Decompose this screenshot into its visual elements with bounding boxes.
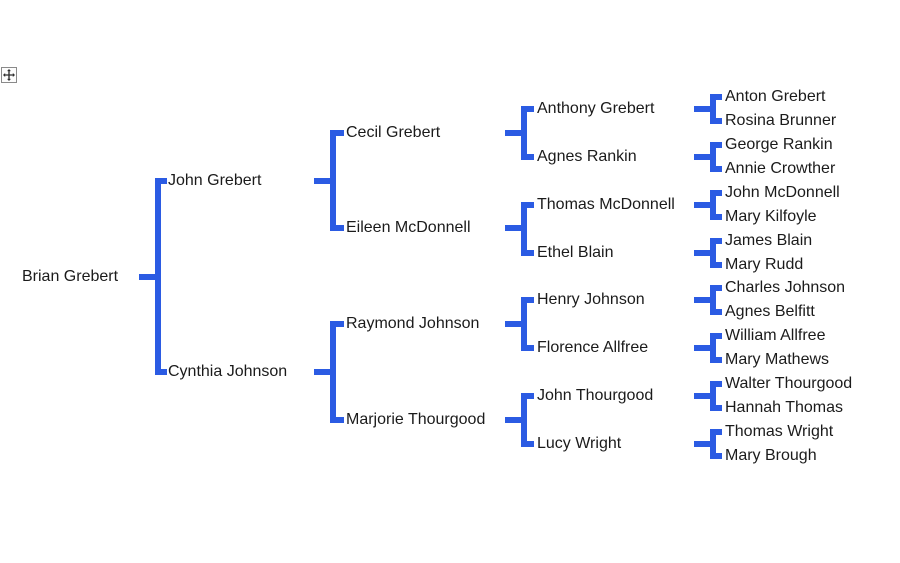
person-thomas-mcdonnell[interactable]: Thomas McDonnell (537, 196, 675, 213)
person-cynthia-johnson[interactable]: Cynthia Johnson (168, 363, 288, 380)
move-handle[interactable] (1, 67, 17, 83)
person-annie-crowther[interactable]: Annie Crowther (725, 160, 836, 177)
person-henry-johnson[interactable]: Henry Johnson (537, 291, 645, 308)
connector-cynthia-parents (314, 321, 344, 423)
person-lucy-wright[interactable]: Lucy Wright (537, 435, 622, 452)
connector-thomas-mcdonnell-parents (694, 190, 722, 220)
person-mary-brough[interactable]: Mary Brough (725, 447, 817, 464)
person-john-thourgood[interactable]: John Thourgood (537, 387, 654, 404)
person-ethel-blain[interactable]: Ethel Blain (537, 244, 614, 261)
person-rosina-brunner[interactable]: Rosina Brunner (725, 112, 837, 129)
person-mary-mathews[interactable]: Mary Mathews (725, 351, 830, 368)
person-anton-grebert[interactable]: Anton Grebert (725, 88, 826, 105)
connector-raymond-parents (505, 297, 534, 351)
connector-agnes-rankin-parents (694, 142, 722, 172)
person-george-rankin[interactable]: George Rankin (725, 136, 833, 153)
person-william-allfree[interactable]: William Allfree (725, 327, 826, 344)
connector-marjorie-parents (505, 393, 534, 447)
connector-john-thourgood-parents (694, 381, 722, 411)
person-john-grebert[interactable]: John Grebert (168, 172, 262, 189)
connector-john-parents (314, 130, 344, 231)
person-mary-kilfoyle[interactable]: Mary Kilfoyle (725, 208, 817, 225)
connector-eileen-parents (505, 202, 534, 256)
connector-florence-parents (694, 333, 722, 363)
connector-lucy-parents (694, 429, 722, 459)
person-walter-thourgood[interactable]: Walter Thourgood (725, 375, 853, 392)
connector-group (139, 94, 722, 459)
person-brian-grebert[interactable]: Brian Grebert (22, 268, 119, 285)
person-mary-rudd[interactable]: Mary Rudd (725, 256, 804, 273)
connector-brian-parents (139, 178, 167, 375)
person-agnes-belfitt[interactable]: Agnes Belfitt (725, 303, 815, 320)
move-icon (3, 69, 15, 81)
connector-ethel-parents (694, 238, 722, 268)
connector-henry-parents (694, 285, 722, 315)
person-florence-allfree[interactable]: Florence Allfree (537, 339, 649, 356)
person-agnes-rankin[interactable]: Agnes Rankin (537, 148, 637, 165)
person-james-blain[interactable]: James Blain (725, 232, 813, 249)
connector-cecil-parents (505, 106, 534, 160)
person-charles-johnson[interactable]: Charles Johnson (725, 279, 846, 296)
person-john-mcdonnell[interactable]: John McDonnell (725, 184, 840, 201)
person-hannah-thomas[interactable]: Hannah Thomas (725, 399, 843, 416)
person-cecil-grebert[interactable]: Cecil Grebert (346, 124, 441, 141)
person-anthony-grebert[interactable]: Anthony Grebert (537, 100, 655, 117)
connector-anthony-parents (694, 94, 722, 124)
person-raymond-johnson[interactable]: Raymond Johnson (346, 315, 480, 332)
person-thomas-wright[interactable]: Thomas Wright (725, 423, 834, 440)
person-eileen-mcdonnell[interactable]: Eileen McDonnell (346, 219, 471, 236)
person-marjorie-thourgood[interactable]: Marjorie Thourgood (346, 411, 486, 428)
